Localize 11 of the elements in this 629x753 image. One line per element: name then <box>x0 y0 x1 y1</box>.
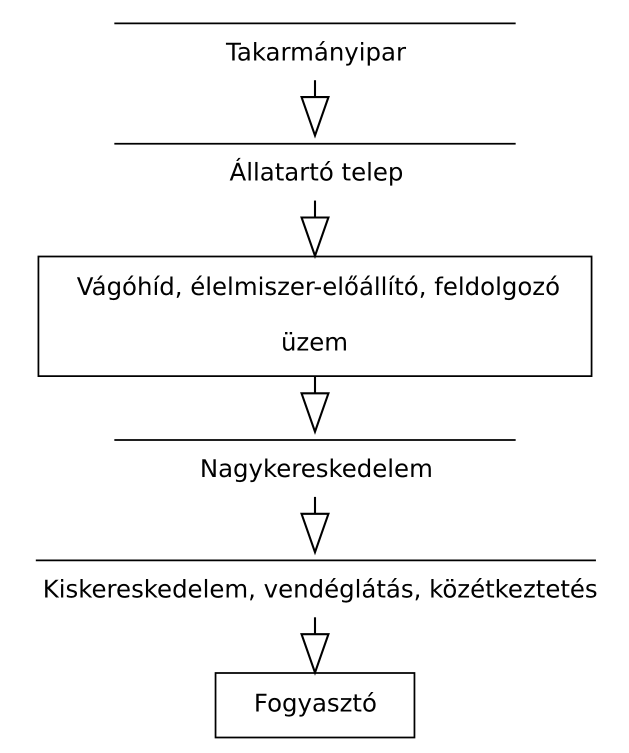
arrow <box>300 617 330 676</box>
arrow <box>300 200 330 260</box>
node-text: Kiskereskedelem, vendéglátás, közétkeztetés <box>42 574 598 604</box>
node-box: Fogyasztó <box>214 672 415 738</box>
arrow <box>300 376 330 435</box>
node-text: Állatartó telep <box>229 158 403 187</box>
arrow <box>300 496 330 556</box>
node-text: Takarmányipar <box>226 37 406 66</box>
node-box: Vágóhíd, élelmiszer-előállító, feldolgozó üzem <box>37 256 592 378</box>
node-text: Nagykereskedelem <box>199 454 432 484</box>
arrow <box>300 80 330 139</box>
